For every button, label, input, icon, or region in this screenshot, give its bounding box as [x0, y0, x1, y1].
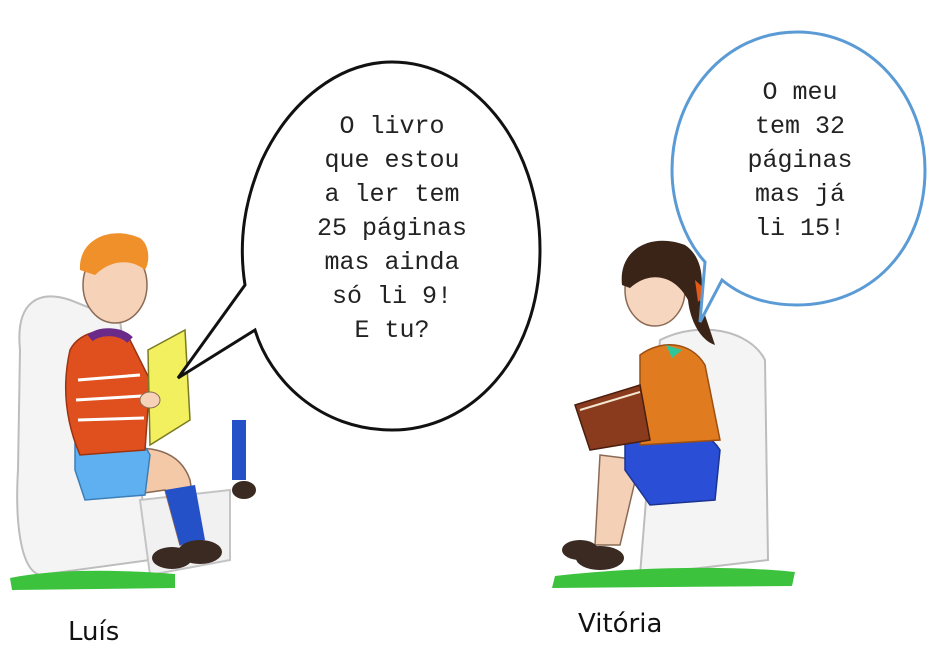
boy-name-label: Luís: [68, 617, 120, 647]
girl-speech-bubble: [670, 30, 927, 323]
girl-speech-text: O meu tem 32 páginas mas já li 15!: [747, 78, 853, 243]
background-partial-figure: [232, 420, 256, 499]
boy-speech-bubble: [176, 60, 542, 432]
boy-figure: [10, 233, 231, 590]
boy-speech-text: O livro que estou a ler tem 25 páginas m…: [316, 112, 468, 345]
girl-name-label: Vitória: [578, 609, 663, 639]
girl-figure: [552, 240, 795, 588]
